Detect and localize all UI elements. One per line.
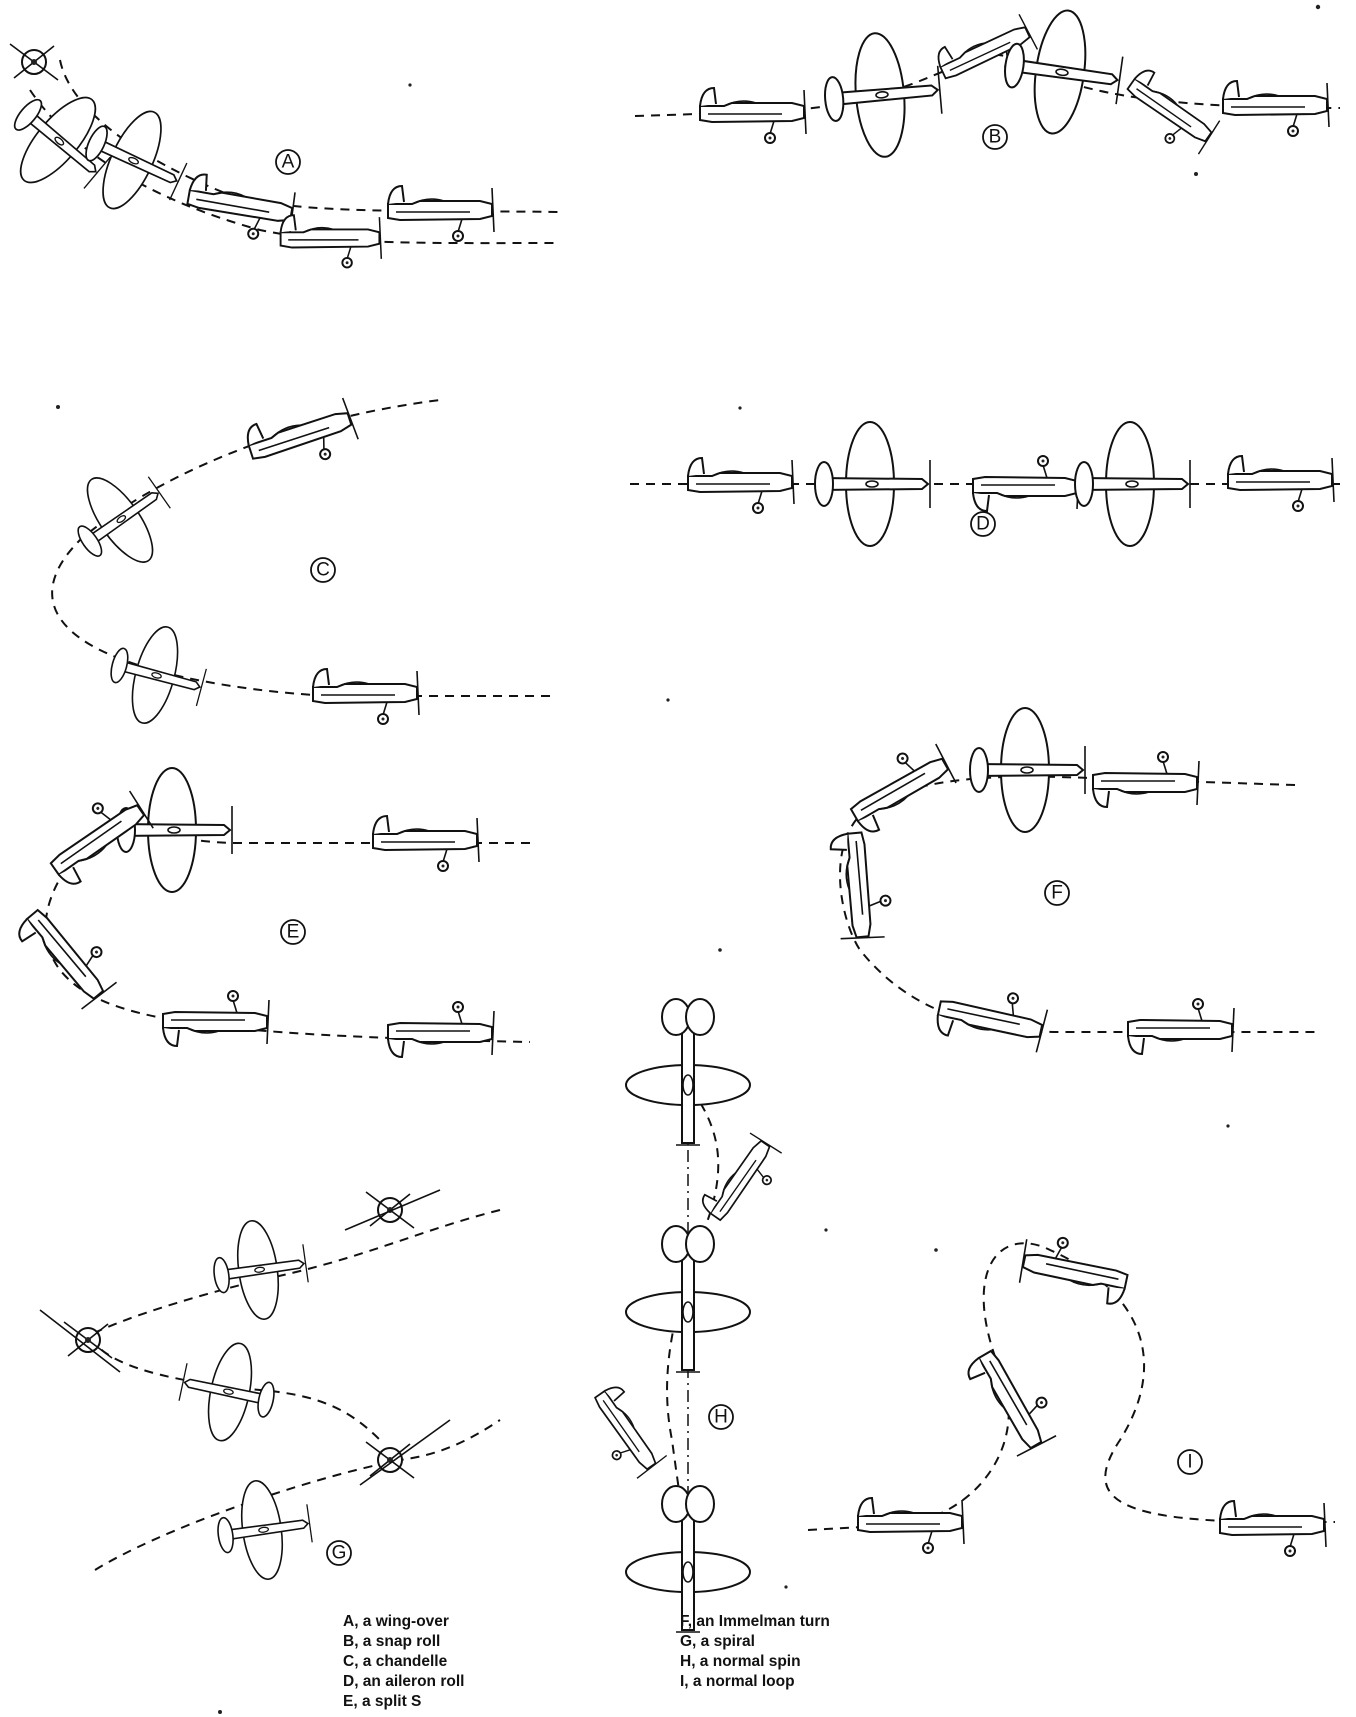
legend-item-e: E, a split S (343, 1692, 464, 1712)
legend-item-i: I, a normal loop (680, 1672, 830, 1692)
maneuver-b: B (635, 3, 1340, 176)
maneuver-c: C (52, 395, 550, 735)
maneuver-e: E (13, 768, 530, 1057)
label-h: H (714, 1407, 728, 1428)
label-g: G (332, 1543, 347, 1564)
label-a: A (282, 152, 295, 173)
maneuver-a: A (0, 44, 560, 267)
maneuver-i: I (808, 1230, 1335, 1556)
legend-item-f: F, an Immelman turn (680, 1612, 830, 1632)
legend-item-a: A, a wing-over (343, 1612, 464, 1632)
legend-item-g: G, a spiral (680, 1632, 830, 1652)
maneuver-f: F (830, 708, 1320, 1055)
label-c: C (316, 560, 330, 581)
legend-item-h: H, a normal spin (680, 1652, 830, 1672)
maneuver-d: D (630, 422, 1340, 546)
label-d: D (976, 514, 990, 535)
maneuver-g: G (40, 1190, 500, 1585)
maneuver-h: H (579, 999, 788, 1632)
legend-item-b: B, a snap roll (343, 1632, 464, 1652)
legend-right: F, an Immelman turn G, a spiral H, a nor… (680, 1612, 830, 1692)
label-e: E (287, 922, 300, 943)
legend-item-c: C, a chandelle (343, 1652, 464, 1672)
label-f: F (1051, 883, 1063, 904)
legend-left: A, a wing-over B, a snap roll C, a chand… (343, 1612, 464, 1712)
label-b: B (989, 127, 1002, 148)
label-i: I (1187, 1452, 1192, 1473)
legend-item-d: D, an aileron roll (343, 1672, 464, 1692)
